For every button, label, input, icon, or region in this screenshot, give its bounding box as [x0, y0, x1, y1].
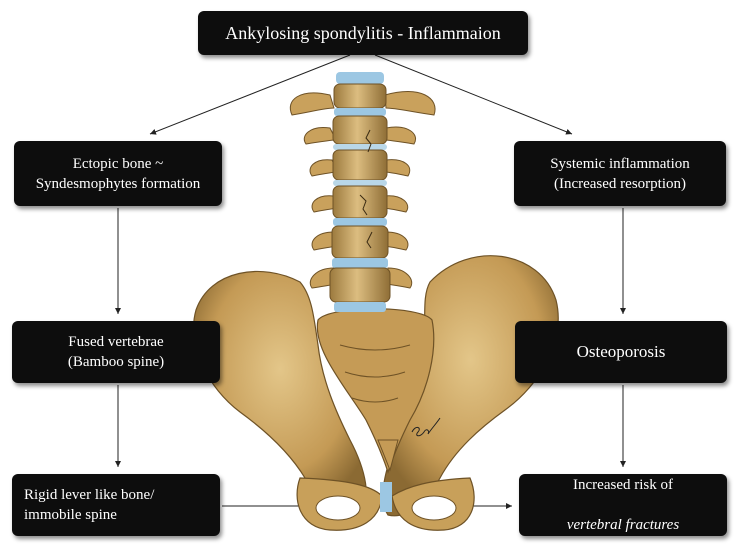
title-text: Ankylosing spondylitis - Inflammaion	[225, 23, 501, 43]
osteoporosis-box: Osteoporosis	[515, 321, 727, 383]
arrow-title-to-left	[149, 54, 351, 135]
fused-vertebrae-text: Fused vertebrae (Bamboo spine)	[67, 334, 165, 370]
spine-and-pelvis-illustration	[192, 72, 559, 531]
signature-mark	[411, 417, 441, 437]
arrow-title-to-right	[374, 54, 573, 135]
title-box: Ankylosing spondylitis - Inflammaion	[198, 11, 528, 55]
left-obturator-hole	[315, 495, 361, 521]
fracture-risk-line1: Increased risk of	[573, 477, 673, 493]
fracture-risk-box: Increased risk of vertebral fractures	[519, 474, 727, 536]
fused-vertebrae-box: Fused vertebrae (Bamboo spine)	[12, 321, 220, 383]
pubic-symphysis-disc	[380, 482, 392, 512]
systemic-inflammation-text: Systemic inflammation (Increased resorpt…	[550, 155, 690, 192]
rigid-lever-text: Rigid lever like bone/ immobile spine	[24, 487, 155, 523]
systemic-inflammation-box: Systemic inflammation (Increased resorpt…	[514, 141, 726, 206]
ectopic-bone-box: Ectopic bone ~ Syndesmophytes formation	[14, 141, 222, 206]
vertebral-column	[289, 72, 436, 312]
fracture-risk-line2: vertebral fractures	[566, 517, 680, 533]
ectopic-bone-text: Ectopic bone ~ Syndesmophytes formation	[35, 155, 201, 192]
right-obturator-hole	[411, 495, 457, 521]
sacrum	[316, 308, 435, 474]
coccyx	[377, 439, 399, 472]
osteoporosis-text: Osteoporosis	[576, 342, 666, 361]
rigid-lever-box: Rigid lever like bone/ immobile spine	[12, 474, 220, 536]
fracture-risk-text: Increased risk of vertebral fractures	[567, 455, 679, 555]
